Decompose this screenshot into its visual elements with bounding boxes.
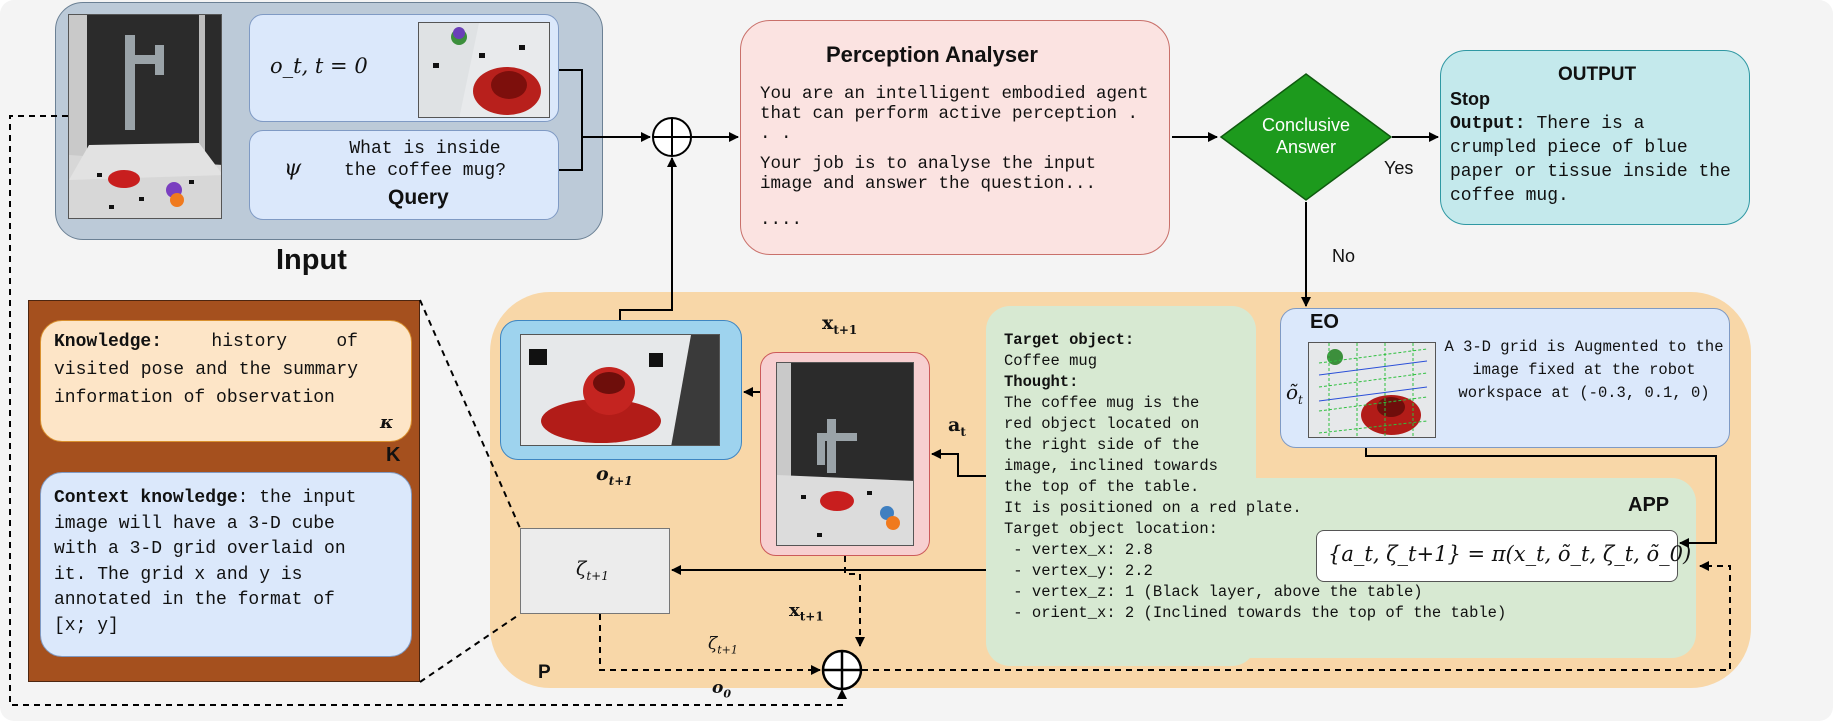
thought-line: Target object location: [1004,520,1218,538]
thought-line: red object located on [1004,415,1200,433]
query-text: What is inside the coffee mug? [343,139,507,181]
knowledge-text: history of visited pose and the summary … [54,332,358,408]
output-stop-label: Stop [1450,89,1490,109]
context-knowledge-box [40,472,412,657]
knowledge-text-block: Knowledge: history of visited pose and t… [54,328,358,412]
observation-label: o_t, t = 0 [270,54,368,78]
eo-title: EO [1310,311,1339,333]
thought-line: the right side of the [1004,436,1200,454]
o-tilde-symbol: õ [1286,380,1299,404]
thought-label: Thought: [1004,373,1079,391]
context-bold: Context knowledge [54,488,238,508]
policy-equation-box [1316,530,1678,582]
output-text-block: Output: There is a crumpled piece of blu… [1450,112,1740,208]
app-title: APP [1628,494,1670,516]
zeta-symbol: ζ [576,558,587,580]
x-t1-lower-sub: t+1 [799,609,824,624]
target-object-label: Target object: [1004,331,1135,349]
x-t1-label: xt+1 [822,312,857,337]
eo-grid-image [1308,342,1436,438]
context-text: : the input image will have a 3-D cube w… [54,488,357,636]
output-prefix: Output: [1450,114,1526,134]
eo-symbol: õt [1286,380,1303,407]
o0-sub: 0 [723,687,731,701]
o-t1-symbol: o [596,463,609,485]
knowledge-box [40,320,412,442]
policy-equation: {a_t, ζ_t+1} = π(x_t, õ_t, ζ_t, õ_0) [1328,542,1692,566]
thought-line: - vertex_z: 1 (Black layer, above the ta… [1004,583,1423,601]
decision-no-label: No [1332,246,1356,266]
next-state-image [776,362,914,546]
o0-symbol: o [712,678,724,698]
output-title: OUTPUT [1558,64,1637,85]
x-t1-lower-symbol: x [789,600,800,621]
perception-analyser-box [740,20,1170,255]
memory-state-box [520,528,670,614]
robot-scene-image [68,14,222,219]
psi-symbol: ψ [284,156,302,181]
a-t-sub: t [960,424,966,439]
next-observation-image [520,334,720,446]
thought-line: image, inclined towards [1004,457,1218,475]
thought-text-block: Target object: Coffee mug Thought: The c… [1004,330,1506,624]
a-t-symbol: a [948,414,961,436]
x-t1-lower-label: xt+1 [789,600,824,624]
conclusive-answer-diamond [1219,73,1393,201]
perception-prompt-line1: You are an intelligent embodied agent th… [760,84,1149,144]
o-tilde-sub: t [1298,393,1303,407]
robot-scene-drawing [69,15,221,218]
input-title: Input [276,244,347,276]
perception-prompt-line2: Your job is to analyse the input image a… [760,154,1097,194]
query-title: Query [388,186,449,209]
thought-line: It is positioned on a red plate. [1004,499,1302,517]
thought-line: The coffee mug is the [1004,394,1200,412]
k-label: K [386,444,401,466]
kappa-symbol: κ [380,412,394,433]
output-box [1440,50,1750,225]
action-label: at [948,414,966,439]
zeta-flow-label: ζt+1 [708,634,738,656]
conclusive-answer-label: Conclusive Answer [1261,115,1351,157]
o-t1-sub: t+1 [608,473,633,488]
zeta-flow-symbol: ζ [708,634,718,654]
o0-label: o0 [712,678,731,700]
target-object-value: Coffee mug [1004,352,1098,370]
query-box [249,130,559,220]
x-t1-sub: t+1 [833,322,858,337]
observation-image [418,22,550,118]
perception-prompt-ellipsis: .... [760,210,803,230]
planner-label: P [538,662,551,683]
thought-line: - vertex_y: 2.2 [1004,562,1153,580]
thought-line: the top of the table. [1004,478,1200,496]
memory-state-label: ζt+1 [576,558,609,583]
eo-text: A 3-D grid is Augmented to the image fix… [1444,338,1724,402]
context-text-block: Context knowledge: the input image will … [54,486,364,639]
knowledge-bold: Knowledge: [54,332,163,352]
zeta-sub: t+1 [586,568,609,583]
x-t1-symbol: x [822,312,834,334]
perception-analyser-title: Perception Analyser [826,42,1038,67]
output-text: There is a crumpled piece of blue paper … [1450,114,1731,206]
next-observation-label: ot+1 [596,463,633,488]
zeta-flow-sub: t+1 [717,643,738,657]
thought-line: - vertex_x: 2.8 [1004,541,1153,559]
thought-line: - orient_x: 2 (Inclined towards the top … [1004,604,1507,622]
decision-yes-label: Yes [1384,158,1414,178]
